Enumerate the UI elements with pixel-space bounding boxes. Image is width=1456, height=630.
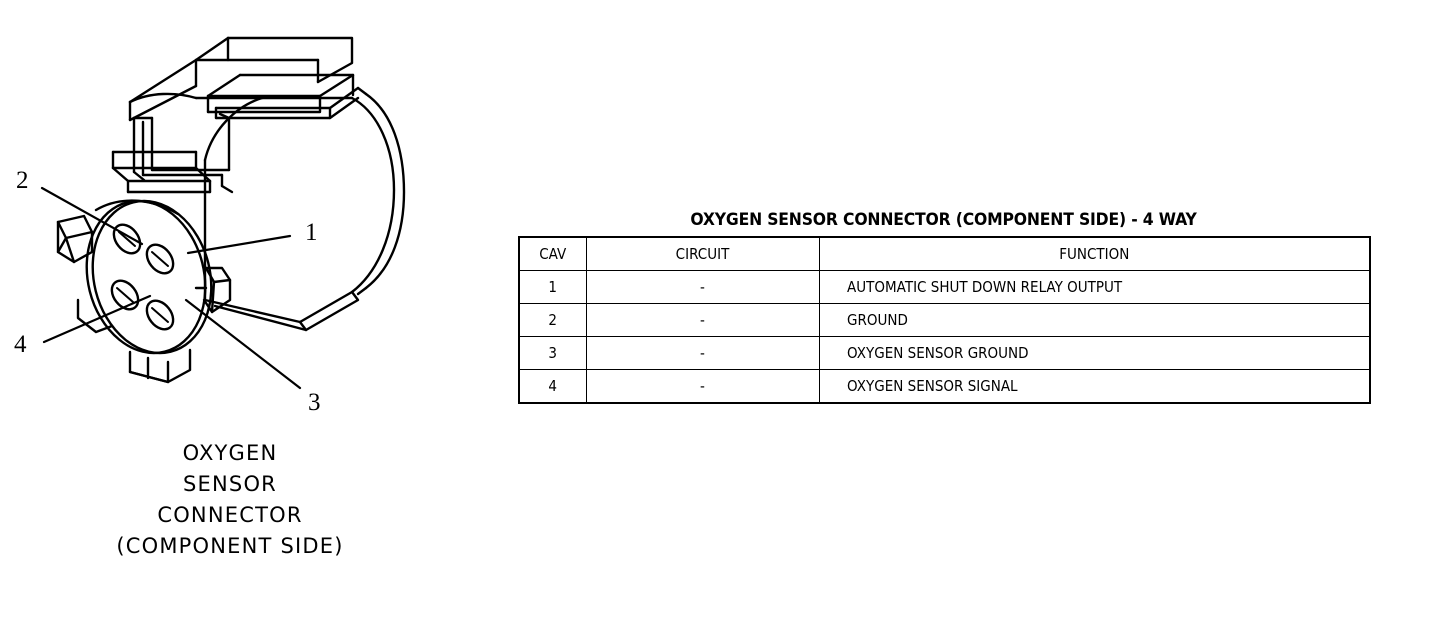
illustration-caption: OXYGEN SENSOR CONNECTOR (COMPONENT SIDE)	[116, 441, 344, 558]
column-header-circuit: CIRCUIT	[597, 236, 808, 271]
cell-function: OXYGEN SENSOR GROUND	[846, 336, 1343, 370]
latch-rail-group	[194, 36, 360, 120]
cell-cav: 4	[521, 369, 584, 404]
cell-function: AUTOMATIC SHUT DOWN RELAY OUTPUT	[846, 270, 1343, 304]
face-keying-tabs	[56, 214, 232, 384]
leader-line-3	[184, 298, 302, 390]
leader-lines	[40, 186, 302, 390]
cavity-3-oval	[145, 299, 175, 331]
table-header-row: CAV CIRCUIT FUNCTION	[519, 236, 1370, 271]
leader-line-2	[40, 186, 144, 246]
callout-label-3: 3	[308, 389, 321, 416]
callout-label-1: 1	[305, 219, 318, 246]
connector-upper-deck	[128, 58, 264, 122]
leader-line-4	[42, 294, 152, 344]
connector-illustration: 1 2 3 4	[0, 0, 470, 430]
cell-circuit: -	[597, 270, 808, 304]
cavity-2-oval	[112, 223, 142, 255]
connector-drawing-svg: 1 2 3 4	[14, 36, 406, 416]
table-row: 1 - AUTOMATIC SHUT DOWN RELAY OUTPUT	[519, 270, 1370, 304]
cavity-1-oval	[145, 243, 175, 275]
column-header-function: FUNCTION	[846, 236, 1343, 271]
connector-pinout-table: CAV CIRCUIT FUNCTION 1 - AUTOMATIC SHUT …	[518, 236, 1371, 404]
cell-cav: 3	[521, 336, 584, 370]
cell-function: OXYGEN SENSOR SIGNAL	[846, 369, 1343, 404]
callout-label-4: 4	[14, 331, 27, 358]
cell-circuit: -	[597, 336, 808, 370]
connector-barrel	[203, 86, 406, 332]
cavity-group	[110, 223, 175, 331]
table-row: 3 - OXYGEN SENSOR GROUND	[519, 336, 1370, 370]
table-row: 2 - GROUND	[519, 303, 1370, 337]
callout-label-2: 2	[16, 167, 29, 194]
table-row: 4 - OXYGEN SENSOR SIGNAL	[519, 369, 1370, 404]
locking-tab-frame	[111, 112, 234, 194]
cell-cav: 2	[521, 303, 584, 337]
cavity-4-oval	[110, 279, 140, 311]
cell-circuit: -	[597, 369, 808, 404]
leader-line-1	[186, 234, 292, 255]
connector-front-face	[85, 199, 213, 355]
column-header-cav: CAV	[521, 236, 584, 271]
cell-function: GROUND	[846, 303, 1343, 337]
table-title: OXYGEN SENSOR CONNECTOR (COMPONENT SIDE)…	[690, 210, 1197, 230]
cell-cav: 1	[521, 270, 584, 304]
connector-table-block: OXYGEN SENSOR CONNECTOR (COMPONENT SIDE)…	[518, 210, 1371, 404]
cell-circuit: -	[597, 303, 808, 337]
